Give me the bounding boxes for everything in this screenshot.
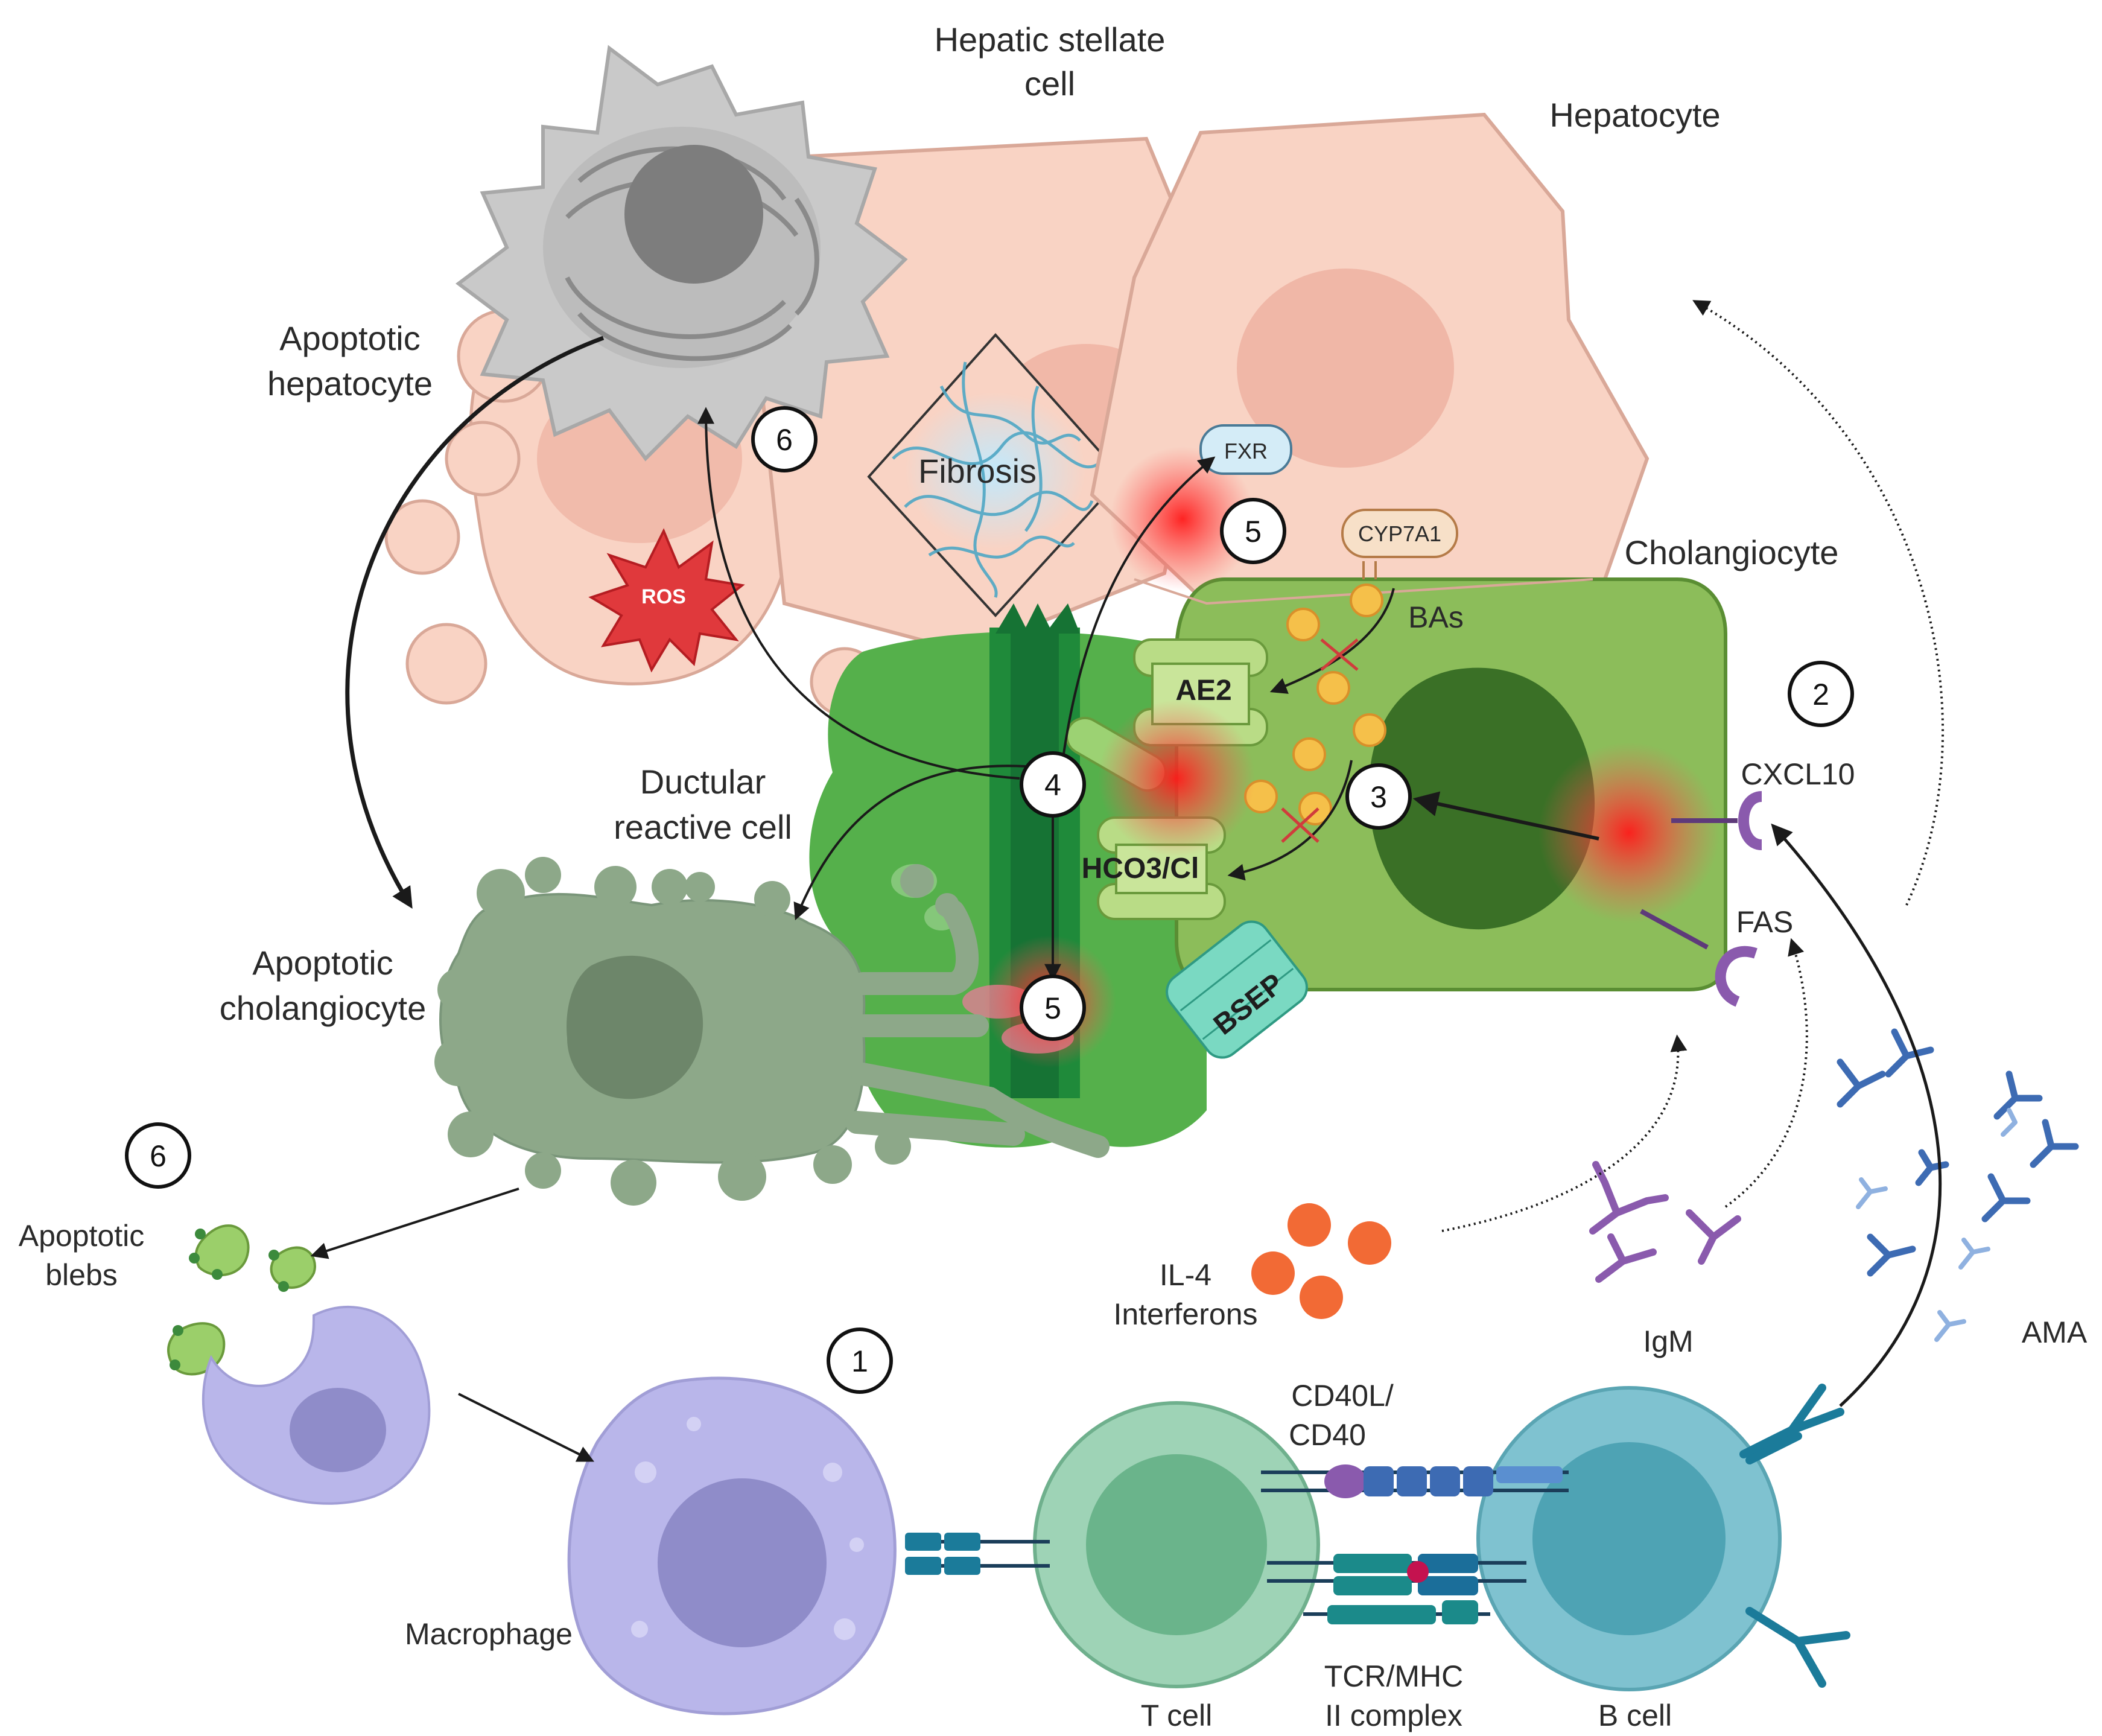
- label-cd40: CD40: [1289, 1418, 1366, 1452]
- step-6-bottom: 6: [150, 1139, 167, 1173]
- apoptotic-cholangiocyte: [434, 857, 1110, 1206]
- label-bas: BAs: [1408, 600, 1464, 634]
- fas-receptor-icon: [1640, 909, 1757, 1007]
- label-cyp7a1: CYP7A1: [1358, 521, 1441, 546]
- apoptotic-blebs: [167, 1224, 316, 1376]
- label-cd40l: CD40L/: [1291, 1379, 1394, 1413]
- blocked-transport-icons: [1281, 638, 1359, 843]
- pathway-arrows: [310, 300, 1945, 1462]
- label-ros: ROS: [641, 585, 686, 608]
- label-il4: IL-4: [1160, 1258, 1211, 1292]
- inflammation-glow-icon: [983, 447, 1719, 1068]
- tcr-mhc-complex: [1267, 1554, 1526, 1624]
- b-cell: [1476, 1386, 1782, 1691]
- fxr-tag: [1199, 424, 1292, 475]
- igm-antibody-icons: [1589, 1161, 1741, 1283]
- macrophage-t-cell-synapse: [905, 1533, 1050, 1575]
- label-ae2: AE2: [1175, 675, 1231, 707]
- label-interferons: Interferons: [1113, 1297, 1257, 1331]
- label-cholangiocyte: Cholangiocyte: [1625, 533, 1839, 571]
- label-apoptotic-blebs-2: blebs: [45, 1258, 118, 1292]
- cyp7a1-tag: [1341, 509, 1458, 579]
- label-apoptotic-blebs-1: Apoptotic: [19, 1219, 144, 1253]
- bsep-transporter: [1166, 920, 1308, 1059]
- label-ii-complex: II complex: [1325, 1699, 1462, 1732]
- label-cxcl10: CXCL10: [1741, 757, 1855, 791]
- label-hco3-cl: HCO3/Cl: [1082, 853, 1199, 885]
- bleb-dots: [170, 1229, 289, 1370]
- ros-starburst-icon: [588, 528, 745, 673]
- hepatic-stellate-cell: [456, 45, 908, 462]
- step-circles: [125, 406, 1854, 1394]
- label-hepatocyte: Hepatocyte: [1549, 96, 1720, 134]
- ama-antibody-light-icons: [1856, 1108, 2018, 1342]
- fibrosis-fibers-icon: [892, 361, 1105, 598]
- cxcl10-receptor-icon: [1671, 791, 1763, 850]
- label-fibrosis: Fibrosis: [918, 452, 1037, 490]
- label-b-cell: B cell: [1598, 1699, 1672, 1732]
- ama-antibody-icons: [1837, 1028, 2079, 1277]
- label-igm: IgM: [1643, 1324, 1693, 1358]
- fibrosis-region: [867, 332, 1124, 617]
- label-apoptotic-cholangiocyte-2: cholangiocyte: [220, 989, 426, 1027]
- label-t-cell: T cell: [1141, 1699, 1213, 1732]
- label-hepatic-stellate-2: cell: [1024, 65, 1075, 103]
- label-ama: AMA: [2022, 1315, 2088, 1349]
- step-5-bottom: 5: [1044, 991, 1061, 1025]
- label-fas: FAS: [1736, 905, 1793, 939]
- step-6-top: 6: [776, 423, 793, 457]
- label-ductular-2: reactive cell: [614, 808, 792, 846]
- step-4: 4: [1044, 768, 1061, 802]
- step-1: 1: [851, 1344, 868, 1378]
- label-apoptotic-hepatocyte-2: hepatocyte: [267, 364, 433, 402]
- macrophage-cell: [567, 1376, 897, 1715]
- t-cell: [1033, 1401, 1320, 1688]
- step-2: 2: [1812, 678, 1829, 711]
- cd40-complex: [1261, 1464, 1569, 1498]
- b-cell-receptor-icon: [1739, 1384, 1850, 1688]
- label-tcr-mhc: TCR/MHC: [1324, 1659, 1464, 1693]
- cytokine-dots: [1251, 1203, 1391, 1319]
- ae2-transporter: [1133, 638, 1268, 746]
- step-3: 3: [1370, 780, 1387, 814]
- bile-acid-dots: [1244, 583, 1386, 825]
- label-apoptotic-cholangiocyte-1: Apoptotic: [252, 944, 393, 982]
- engulfing-macrophage: [202, 1305, 431, 1505]
- label-macrophage: Macrophage: [405, 1617, 573, 1651]
- step-5-top: 5: [1245, 515, 1262, 548]
- label-ductular-1: Ductular: [640, 763, 766, 801]
- label-hepatic-stellate-1: Hepatic stellate: [935, 21, 1166, 59]
- label-fxr: FXR: [1224, 439, 1268, 463]
- label-apoptotic-hepatocyte-1: Apoptotic: [279, 319, 421, 357]
